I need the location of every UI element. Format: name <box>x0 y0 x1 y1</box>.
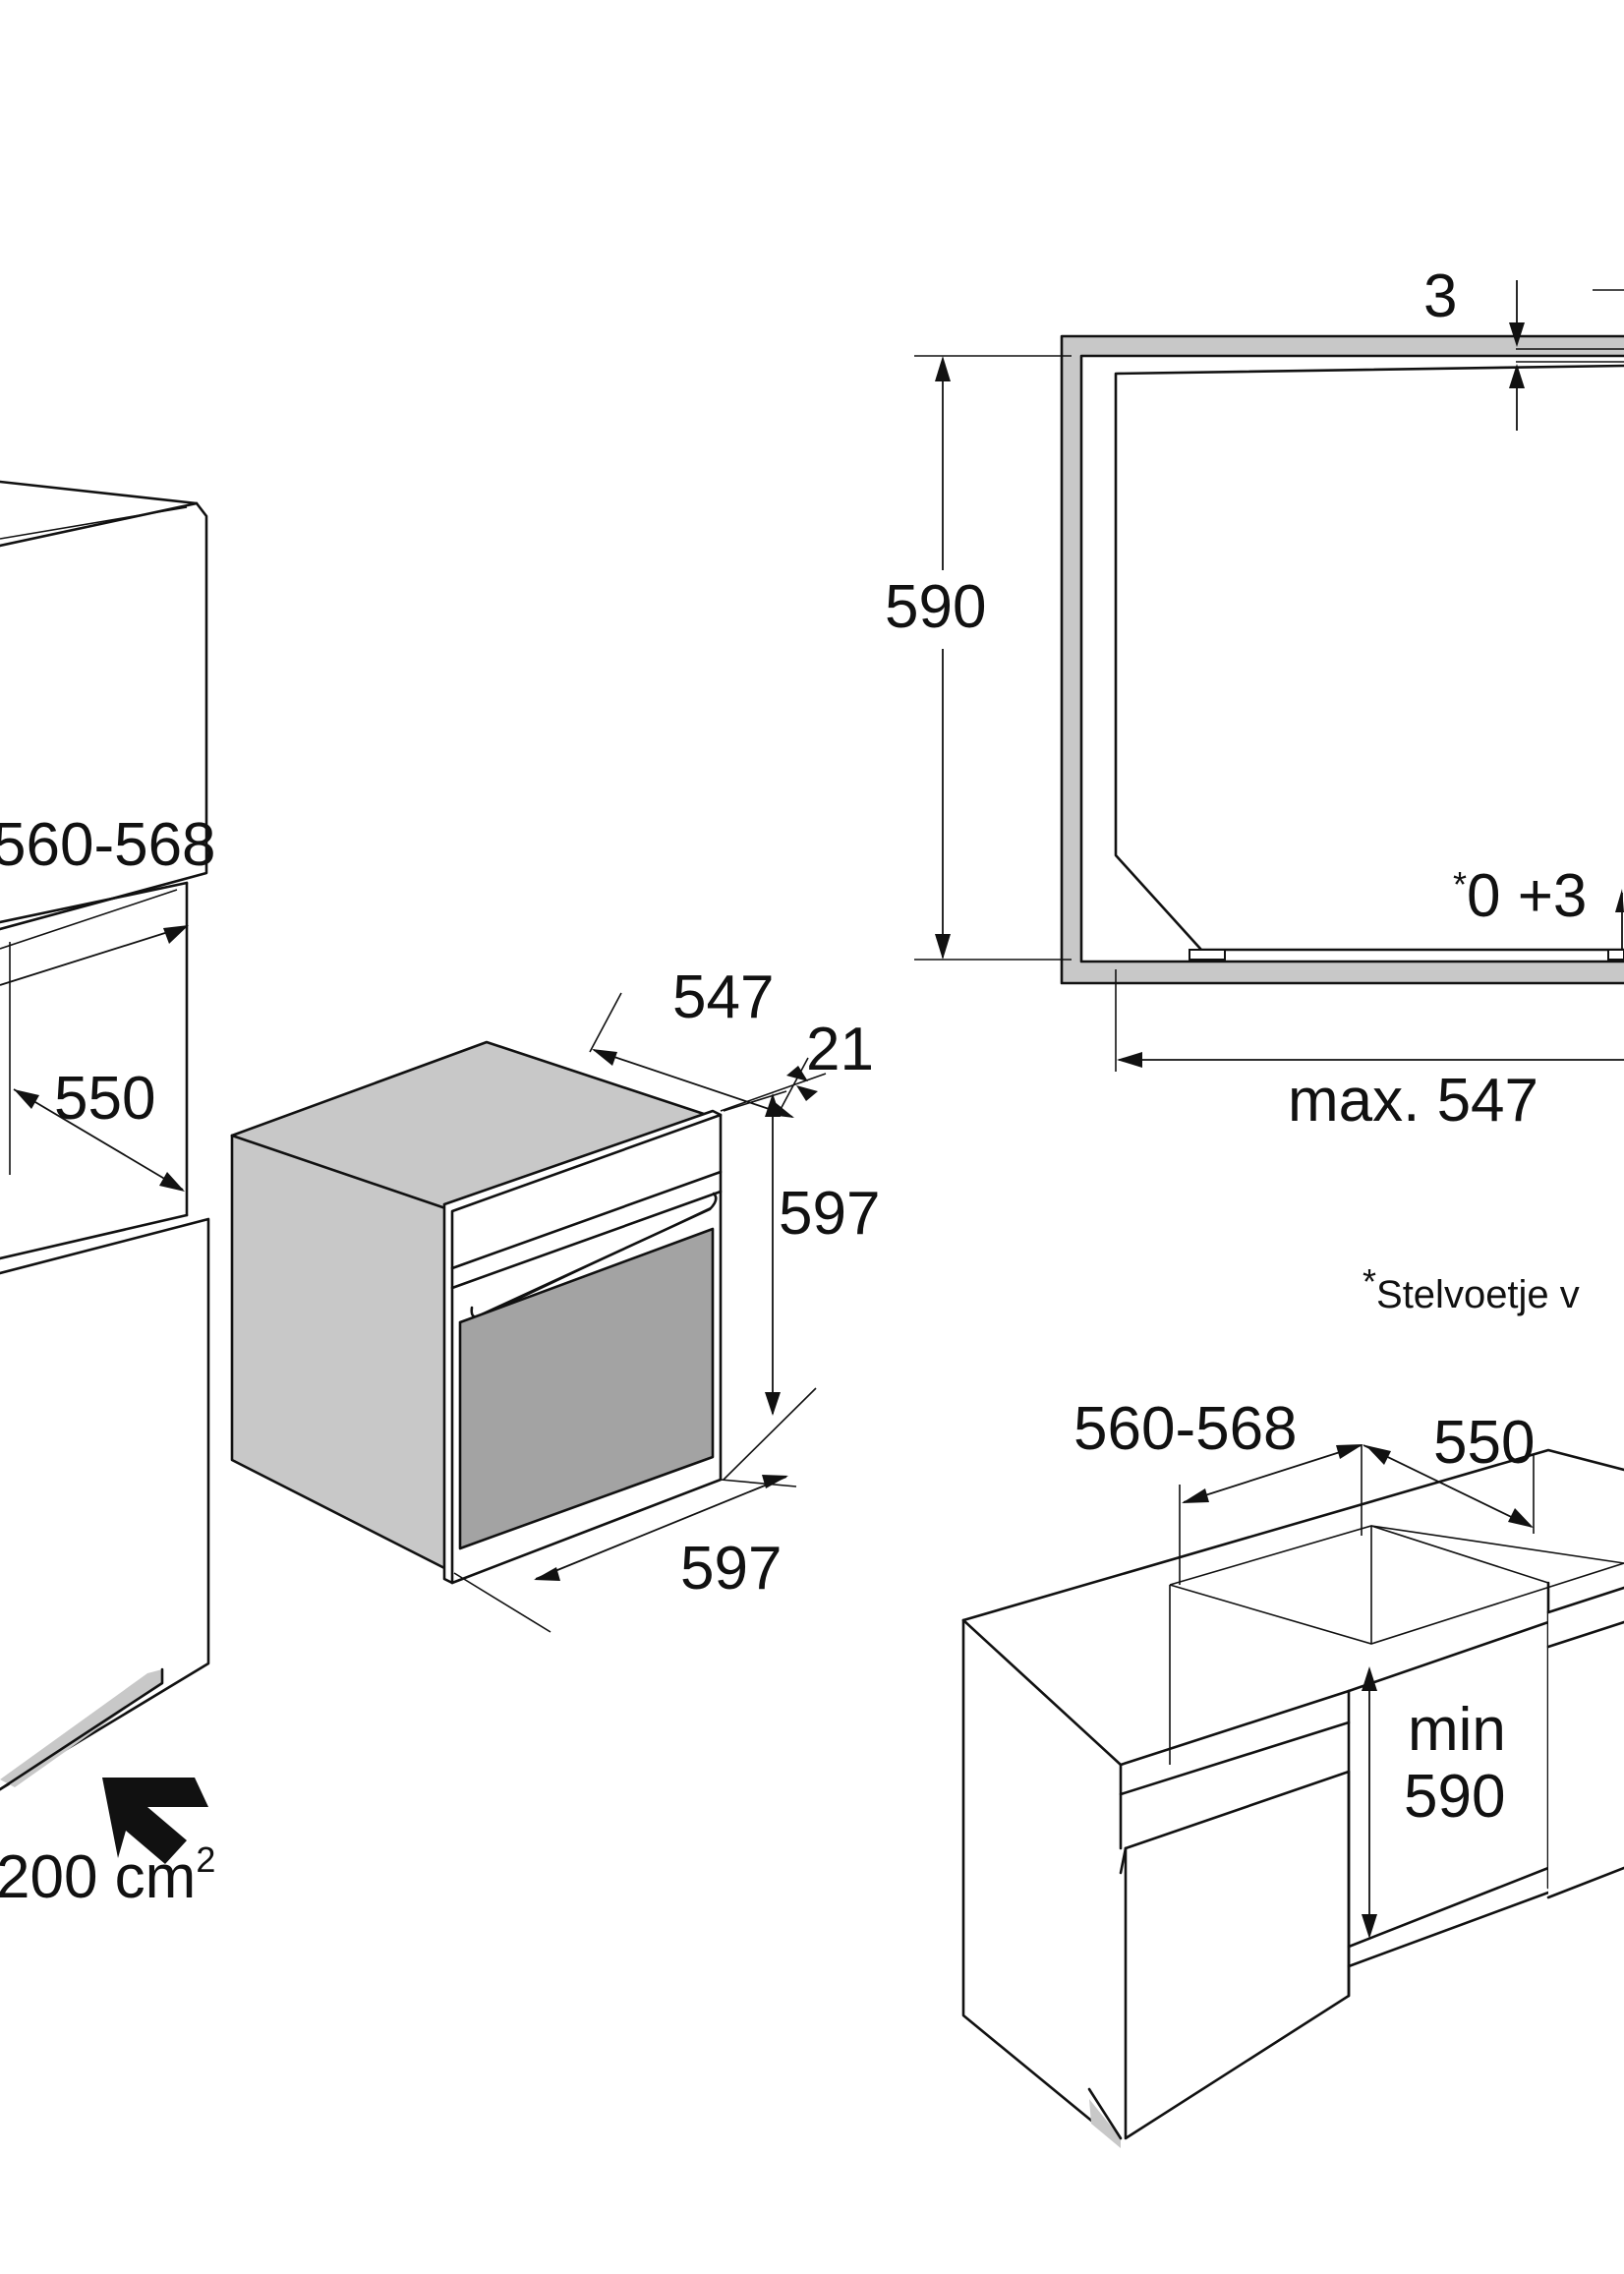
left-depth-dimension <box>13 1088 185 1192</box>
oven-width-label: 597 <box>680 1535 782 1603</box>
oven-height-dimension <box>723 1090 817 1481</box>
min-height-label: 590 <box>1404 1763 1505 1831</box>
oven-front-depth-dimension <box>786 1066 818 1101</box>
max-depth-label: max. 547 <box>1288 1067 1538 1135</box>
oven-front-depth-label: 21 <box>806 1016 874 1083</box>
oven-height-label: 597 <box>779 1180 880 1248</box>
footnote-label: *Stelvoetje v <box>1363 1261 1580 1316</box>
left-cabinet-depth-label: 550 <box>54 1065 155 1133</box>
oven <box>230 1040 723 1585</box>
tall-cabinet <box>0 480 210 1791</box>
top-gap-dimension <box>1509 280 1624 431</box>
min-label: min <box>1408 1696 1506 1764</box>
base-width-dimension <box>1179 1444 1363 1585</box>
base-depth-dimension <box>1363 1444 1535 1534</box>
oven-depth-label: 547 <box>672 963 774 1031</box>
max-depth-dimension <box>1115 969 1624 1072</box>
top-gap-label: 3 <box>1423 262 1457 330</box>
base-cabinet-depth-label: 550 <box>1433 1409 1535 1477</box>
left-width-dimension <box>0 925 189 986</box>
foot-adjust-dimension <box>1615 889 1624 950</box>
arrow-airflow-icon <box>102 1778 208 1864</box>
ventilation-label: 200 cm2 <box>0 1839 215 1911</box>
left-cabinet-width-label: 560-568 <box>0 811 216 879</box>
niche-height-dimension <box>914 355 1072 961</box>
min-height-dimension <box>1362 1666 1377 1939</box>
niche-height-label: 590 <box>885 573 986 641</box>
foot-adjust-label: *0 +3 <box>1453 862 1587 930</box>
base-cabinet <box>961 1448 1624 2148</box>
oven-width-dimension <box>453 1475 797 1633</box>
niche-section <box>1060 334 1624 985</box>
base-cabinet-width-label: 560-568 <box>1073 1395 1298 1463</box>
